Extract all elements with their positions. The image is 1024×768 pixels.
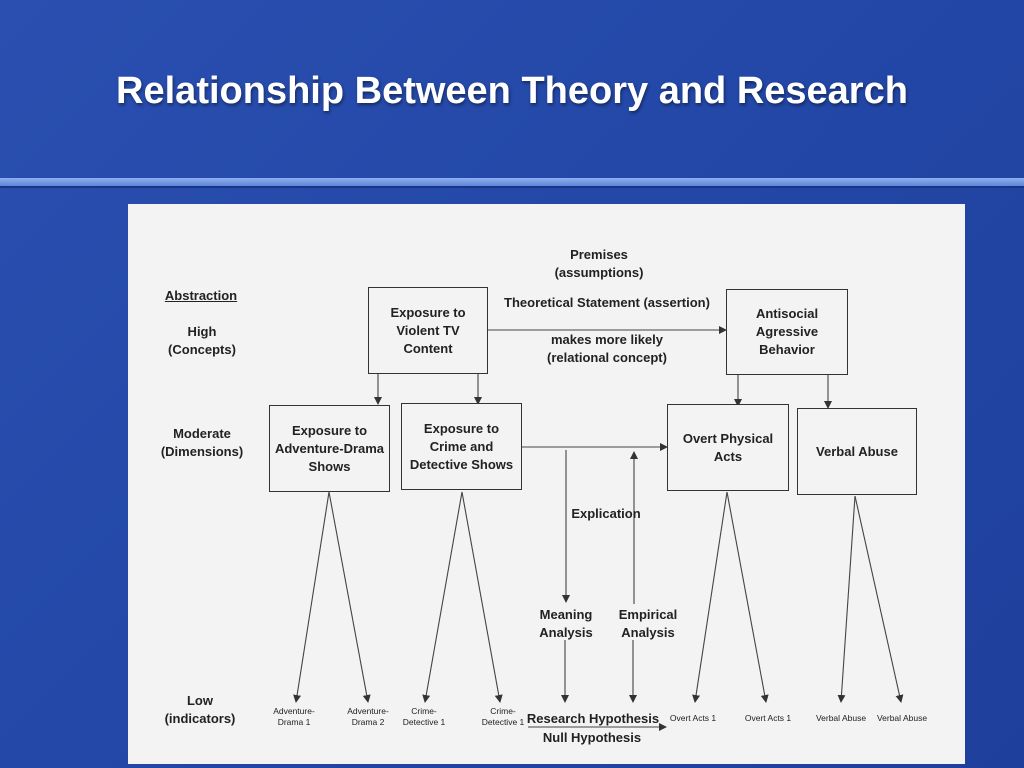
title-divider: [0, 178, 1024, 186]
indicator-verbal-1: Verbal Abuse: [815, 713, 867, 723]
overt-fan-left: [692, 491, 728, 703]
crime-fan-left: [422, 491, 463, 703]
premises-label: Premises(assumptions): [554, 247, 644, 280]
indicator-crime-2: Crime-Detective 1: [481, 706, 525, 727]
diagram-connectors: [293, 326, 904, 731]
theoretical-statement-label: Theoretical Statement (assertion): [504, 295, 710, 310]
verbal-fan-right: [854, 495, 904, 703]
adventure-fan-left: [293, 491, 330, 703]
null-hypothesis-label: Null Hypothesis: [542, 730, 642, 745]
adventure-fan-right: [328, 491, 371, 703]
indicator-overt-2: Overt Acts 1: [744, 713, 792, 723]
relational-concept-label: makes more likely(relational concept): [547, 332, 667, 365]
level-high-label: High(Concepts): [168, 324, 236, 357]
research-hypothesis-label: Research Hypothesis: [526, 711, 660, 726]
abstraction-header: Abstraction: [164, 288, 238, 303]
explication-label: Explication: [571, 506, 641, 521]
indicator-crime-1: Crime-Detective 1: [402, 706, 446, 727]
indicator-adventure-1: Adventure-Drama 1: [273, 706, 315, 727]
crime-fan-right: [461, 491, 503, 703]
theory-research-diagram: Abstraction High(Concepts) Moderate(Dime…: [128, 204, 965, 764]
title-divider-shadow: [0, 186, 1024, 188]
indicator-adventure-2: Adventure-Drama 2: [347, 706, 389, 727]
verbal-fan-left: [837, 495, 856, 703]
dimension-verbal-box: Verbal Abuse: [797, 408, 917, 495]
level-low-label: Low(indicators): [164, 693, 236, 726]
level-moderate-label: Moderate(Dimensions): [160, 426, 244, 459]
indicator-overt-1: Overt Acts 1: [669, 713, 717, 723]
overt-fan-right: [726, 491, 769, 703]
slide-title: Relationship Between Theory and Research: [116, 70, 908, 112]
indicator-verbal-2: Verbal Abuse: [876, 713, 928, 723]
